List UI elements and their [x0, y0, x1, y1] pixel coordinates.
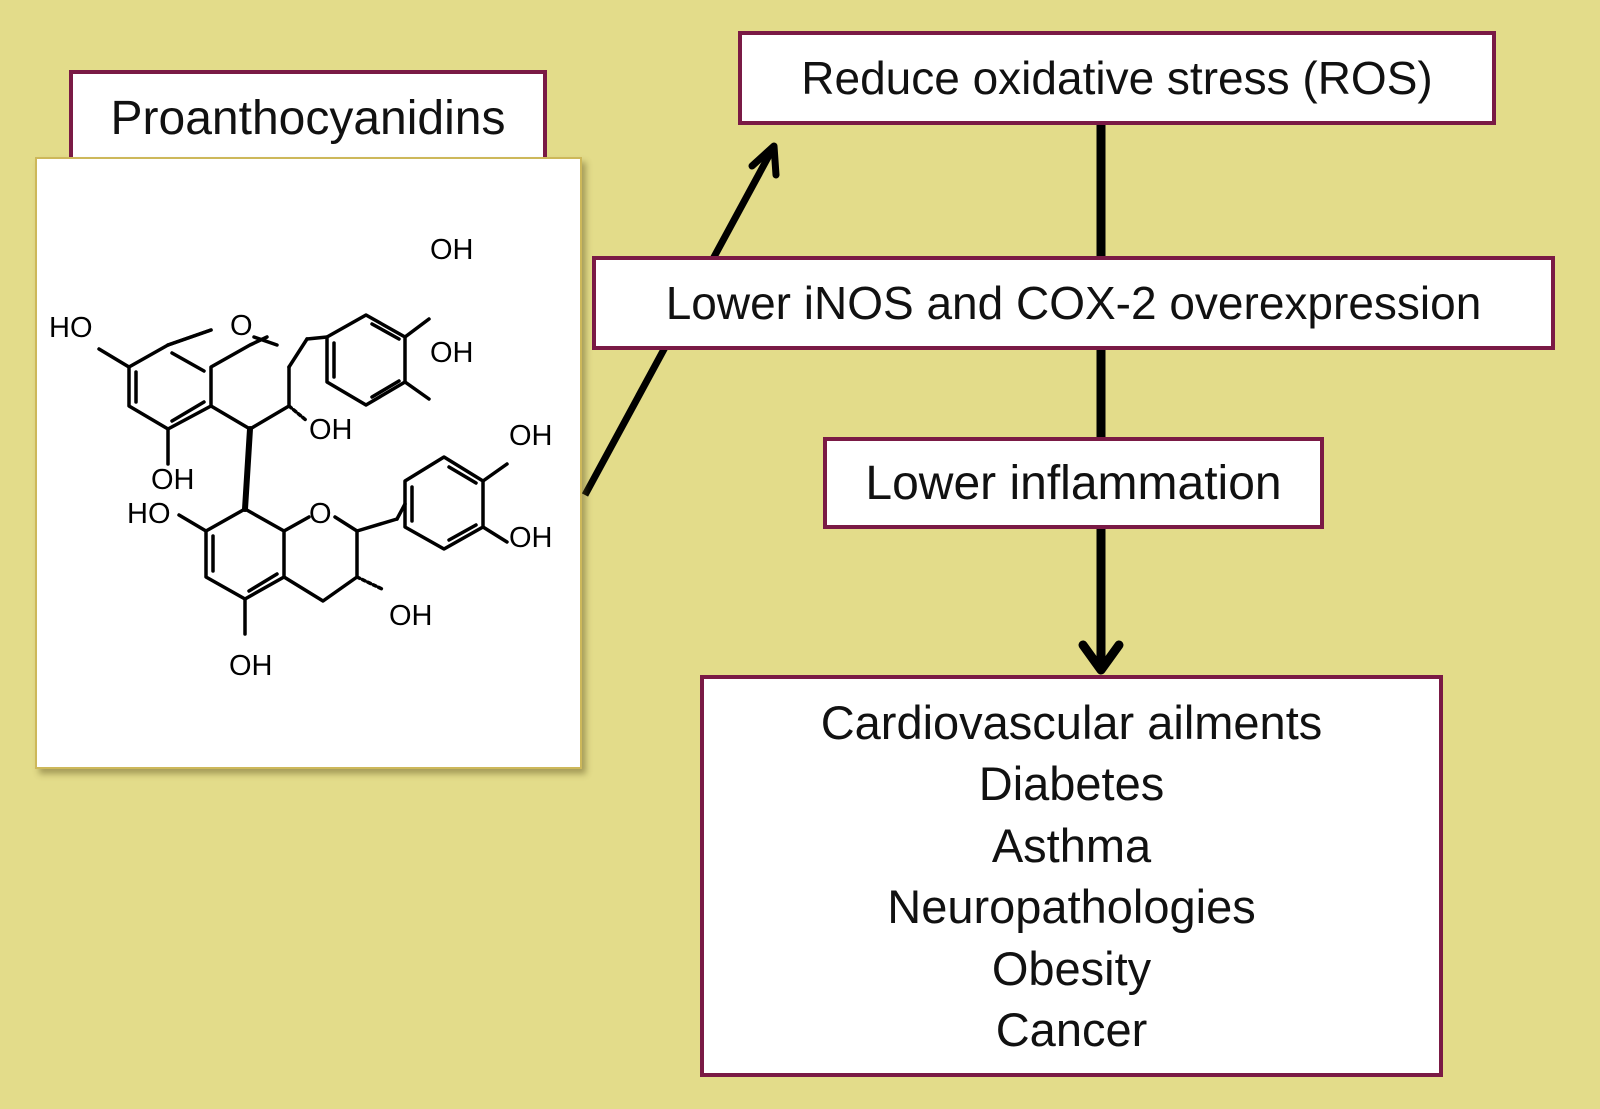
oh-label: OH — [229, 650, 273, 682]
oh-label: OH — [151, 464, 195, 496]
oh-label: OH — [309, 414, 353, 446]
molecule-structure-panel: OH OH HO O OH OH HO O OH OH OH OH — [35, 157, 582, 769]
ring-oxygen-label: O — [309, 498, 332, 530]
ros-box: Reduce oxidative stress (ROS) — [738, 31, 1496, 125]
down-arrowhead — [1078, 640, 1124, 675]
outcome-item: Cancer — [995, 1003, 1148, 1056]
inflammation-label: Lower inflammation — [865, 456, 1282, 510]
inos-box: Lower iNOS and COX-2 overexpression — [592, 256, 1555, 350]
proanthocyanidin-structure: OH OH HO O OH OH HO O OH OH OH OH — [49, 234, 553, 682]
oh-label: OH — [509, 522, 553, 554]
inflammation-box: Lower inflammation — [823, 437, 1324, 529]
oh-label: OH — [389, 600, 433, 632]
inos-label: Lower iNOS and COX-2 overexpression — [665, 277, 1482, 329]
oh-label: OH — [430, 337, 474, 369]
ho-label: HO — [49, 312, 93, 344]
molecule-bonds — [97, 313, 509, 636]
outcome-item: Cardiovascular ailments — [820, 695, 1323, 749]
outcomes-box: Cardiovascular ailments Diabetes Asthma … — [700, 675, 1443, 1077]
compound-title-box: Proanthocyanidins — [69, 70, 547, 166]
ros-label: Reduce oxidative stress (ROS) — [801, 52, 1433, 104]
oh-label: OH — [509, 420, 553, 452]
compound-title: Proanthocyanidins — [110, 91, 506, 145]
outcome-item: Diabetes — [978, 757, 1165, 810]
outcome-item: Asthma — [991, 818, 1152, 872]
oh-label: OH — [430, 234, 474, 266]
outcome-item: Neuropathologies — [887, 880, 1256, 933]
ho-label: HO — [127, 498, 171, 530]
diagonal-arrowhead — [748, 142, 780, 179]
ring-oxygen-label: O — [230, 310, 253, 342]
outcome-item: Obesity — [991, 941, 1152, 995]
